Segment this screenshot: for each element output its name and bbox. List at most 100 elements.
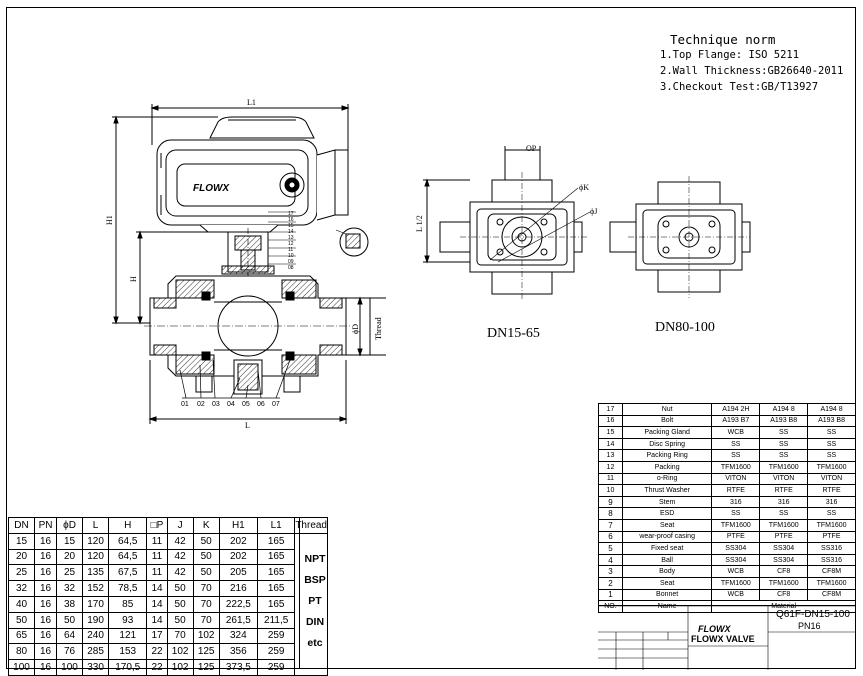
dimensions-cell: 50 xyxy=(7,611,36,629)
col-l1: L1 xyxy=(257,517,296,534)
parts-cell: RTFE xyxy=(711,484,761,497)
parts-cell: Body xyxy=(621,565,713,578)
dimensions-cell: 16 xyxy=(34,627,57,645)
title-brand-logo: FLOWX xyxy=(698,624,731,634)
parts-cell: o-Ring xyxy=(621,472,713,486)
dimensions-cell: 202 xyxy=(218,532,259,550)
parts-cell: Bolt xyxy=(621,414,713,428)
dim-l1-label: L1 xyxy=(247,98,256,107)
dimensions-cell: 16 xyxy=(34,532,57,550)
parts-cell: SS xyxy=(759,507,809,520)
parts-cell: wear-proof casing xyxy=(621,530,713,544)
parts-cell: CF8M xyxy=(807,588,856,602)
parts-cell: 316 xyxy=(807,495,856,509)
dimensions-cell: 259 xyxy=(257,627,296,645)
dimensions-cell: 80 xyxy=(7,643,36,661)
parts-cell: SS304 xyxy=(711,542,761,555)
dimensions-cell: 125 xyxy=(192,643,220,661)
dimensions-cell: 373,5 xyxy=(218,659,259,676)
callout-08: 08 xyxy=(288,265,294,271)
dimensions-cell: 50 xyxy=(192,532,220,550)
parts-cell: SS xyxy=(759,449,809,462)
dimensions-cell: 170,5 xyxy=(108,659,148,676)
dimensions-cell: 65 xyxy=(7,627,36,645)
title-block: Q61F-DN15-100 PN16 FLOWX FLOWX VALVE xyxy=(598,605,856,670)
parts-cell: 6 xyxy=(598,530,623,544)
parts-cell: SS316 xyxy=(807,553,856,567)
callout-12: 12 xyxy=(288,241,294,247)
dimensions-cell: 14 xyxy=(146,580,168,597)
parts-cell: SS xyxy=(807,437,856,451)
dimensions-cell: 216 xyxy=(218,580,259,597)
parts-cell: 9 xyxy=(598,495,623,509)
dimensions-cell: 50 xyxy=(55,611,84,629)
parts-cell: TFM1600 xyxy=(759,576,809,590)
parts-cell: TFM1600 xyxy=(807,518,856,532)
parts-cell: 11 xyxy=(598,472,623,486)
callout-10: 10 xyxy=(288,253,294,259)
dimensions-cell: 85 xyxy=(108,595,148,613)
parts-cell: CF8 xyxy=(759,588,809,602)
dimensions-cell: 20 xyxy=(7,548,36,566)
parts-cell: 13 xyxy=(598,449,623,462)
dimensions-cell: 16 xyxy=(34,595,57,613)
parts-cell: CF8M xyxy=(807,565,856,578)
dim-op-label: OP xyxy=(526,144,537,153)
parts-cell: RTFE xyxy=(807,484,856,497)
dimensions-cell: 70 xyxy=(192,611,220,629)
col-dn: DN xyxy=(7,517,36,534)
parts-cell: Stem xyxy=(621,495,713,509)
thread-type-npt: NPT xyxy=(304,553,326,565)
parts-cell: Packing Ring xyxy=(621,449,713,462)
parts-cell: SS xyxy=(759,437,809,451)
parts-cell: Packing xyxy=(621,460,713,474)
parts-cell: TFM1600 xyxy=(807,576,856,590)
drawing-frame xyxy=(6,7,856,669)
callout-17: 17 xyxy=(288,211,294,217)
callout-02: 02 xyxy=(197,401,205,408)
parts-cell: A194 8 xyxy=(807,403,856,416)
title-block-grid xyxy=(598,606,856,670)
thread-type-pt: PT xyxy=(308,595,322,607)
callout-11: 11 xyxy=(288,247,293,253)
parts-cell: TFM1600 xyxy=(711,518,761,532)
dim-k-label: ϕK xyxy=(579,183,589,192)
parts-cell: 4 xyxy=(598,553,623,567)
parts-cell: 7 xyxy=(598,518,623,532)
dimensions-cell: 14 xyxy=(146,611,168,629)
dimensions-cell: 20 xyxy=(55,548,84,566)
parts-cell: SS xyxy=(711,507,761,520)
dimensions-cell: 42 xyxy=(166,532,194,550)
thread-type-din: DIN xyxy=(305,616,325,628)
technique-line-3: 3.Checkout Test:GB/T13927 xyxy=(660,81,819,93)
parts-cell: A193 B7 xyxy=(711,414,761,428)
dimensions-cell: 211,5 xyxy=(257,611,296,629)
dimensions-cell: 261,5 xyxy=(218,611,259,629)
dimensions-cell: 76 xyxy=(55,643,84,661)
dimensions-cell: 16 xyxy=(34,564,57,582)
dimensions-cell: 17 xyxy=(146,627,168,645)
callout-04: 04 xyxy=(227,401,235,408)
parts-cell: A194 8 xyxy=(759,403,809,416)
parts-cell: SS xyxy=(711,449,761,462)
parts-cell: A193 B8 xyxy=(807,414,856,428)
parts-cell: WCB xyxy=(711,565,761,578)
callout-16: 16 xyxy=(288,217,294,223)
dimensions-cell: 50 xyxy=(166,611,194,629)
dimensions-cell: 50 xyxy=(192,564,220,582)
parts-cell: Disc Spring xyxy=(621,437,713,451)
dimensions-cell: 165 xyxy=(257,595,296,613)
parts-cell: Thrust Washer xyxy=(621,484,713,497)
parts-cell: VITON xyxy=(759,472,809,486)
col-pn: PN xyxy=(34,517,57,534)
